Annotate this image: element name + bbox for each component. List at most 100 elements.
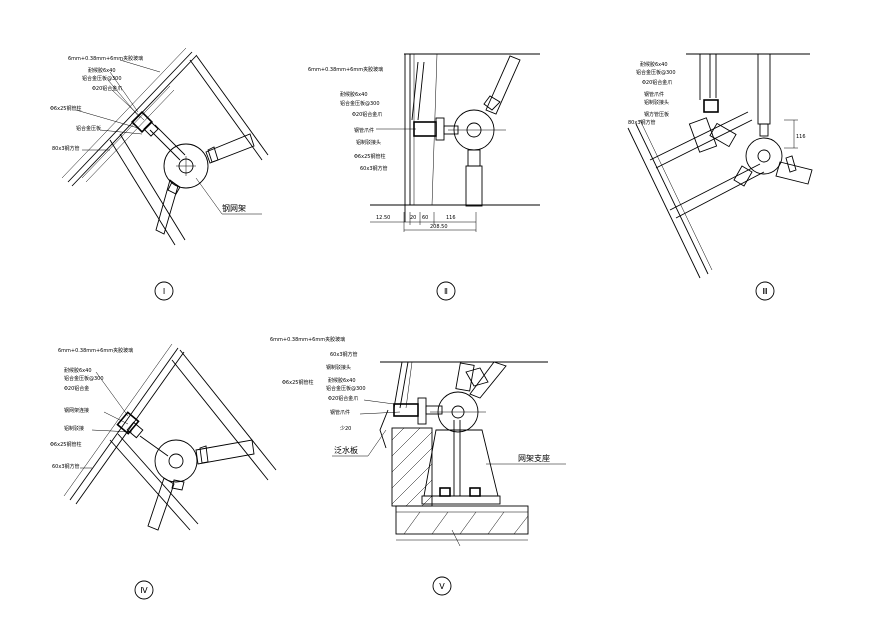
detail-4-strut-left xyxy=(147,477,185,531)
detail-2-marker xyxy=(436,281,456,301)
detail-5-label: 钢管爪件 xyxy=(330,409,350,416)
detail-2-dimension: 208.50 xyxy=(430,224,448,230)
detail-4-label: 耐候胶6x40 xyxy=(64,367,92,374)
detail-5-label: 6mm+0.38mm+6mm夹胶玻璃 xyxy=(270,336,345,343)
detail-5-struts xyxy=(455,361,507,399)
detail-2-connector xyxy=(413,117,459,141)
detail-2-label: 60x3钢方管 xyxy=(360,165,388,172)
detail-2-label: Φ6x25钢管柱 xyxy=(354,153,385,160)
detail-1-numeral: Ⅰ xyxy=(163,287,165,296)
detail-2-label: 耐候胶6x40 xyxy=(340,91,368,98)
detail-1-glazing xyxy=(61,47,197,187)
detail-5-label: 铝合金压板@300 xyxy=(326,385,366,392)
detail-1-callout: 钢网架 xyxy=(222,203,246,213)
detail-4-label: 钢网架连接 xyxy=(64,407,89,414)
detail-4-frame xyxy=(109,349,277,531)
detail-3-label: Φ20铝合金爪 xyxy=(642,79,672,86)
detail-3-label: 铝制驳接头 xyxy=(644,99,669,106)
detail-2-dimension: 12.50 xyxy=(376,215,390,221)
detail-2-dimensions: 12.50 20 60 116 208.50 xyxy=(370,212,477,232)
detail-1-label: Φ6x25钢管柱 xyxy=(50,105,81,112)
detail-5-flashing xyxy=(332,409,389,457)
detail-4-numeral: Ⅳ xyxy=(140,586,148,595)
detail-2-strut-bottom xyxy=(465,149,483,207)
detail-4-glazing xyxy=(63,343,185,505)
detail-1-strut-left xyxy=(155,179,181,235)
detail-5-node xyxy=(430,391,486,433)
detail-2-numeral: Ⅱ xyxy=(444,287,448,296)
detail-2-dimension: 116 xyxy=(446,215,456,221)
detail-3-marker xyxy=(755,281,775,301)
detail-1-label: Φ20铝合金爪 xyxy=(92,85,122,92)
detail-3-strut-left xyxy=(733,165,753,187)
detail-5-marker xyxy=(432,576,452,596)
detail-2-labels: 6mm+0.38mm+6mm夹胶玻璃 耐候胶6x40 铝合金压板@300 Φ20… xyxy=(308,66,416,172)
detail-4: 6mm+0.38mm+6mm夹胶玻璃 耐候胶6x40 铝合金压板@300 Φ20… xyxy=(50,343,277,600)
detail-5-support xyxy=(421,420,501,505)
detail-5-label: 60x3钢方管 xyxy=(330,351,358,358)
detail-1-callout-arrow xyxy=(195,177,262,215)
detail-3-label: 耐候胶6x40 xyxy=(640,61,668,68)
detail-2-label: 6mm+0.38mm+6mm夹胶玻璃 xyxy=(308,66,383,73)
detail-1-marker xyxy=(154,281,174,301)
detail-1-labels: 6mm+0.38mm+6mm夹胶玻璃 耐候胶6x40 铝合金压板@300 Φ20… xyxy=(50,55,161,152)
detail-5-callout: 泛水板 xyxy=(334,445,358,455)
detail-3-label: 钢管爪件 xyxy=(644,91,664,98)
detail-2: 12.50 20 60 116 208.50 6mm+0.38mm+6mm夹胶玻… xyxy=(308,53,540,301)
detail-4-node xyxy=(154,439,198,483)
detail-5-wall xyxy=(391,427,433,507)
detail-2-glass-wall xyxy=(404,53,438,222)
detail-3: 116 耐候胶6x40 铝合金压板@300 Φ20铝合金爪 钢管爪件 铝制驳接头… xyxy=(627,53,813,301)
detail-3-numeral: Ⅲ xyxy=(762,287,768,296)
detail-5-labels: 6mm+0.38mm+6mm夹胶玻璃 Φ6x25钢管柱 60x3钢方管 钢制驳接… xyxy=(270,336,401,432)
detail-2-label: 铝合金压板@300 xyxy=(340,100,380,107)
detail-3-label: 铝合金压板@300 xyxy=(636,69,676,76)
detail-3-strut-right xyxy=(775,155,813,185)
detail-5-label: 钢制驳接头 xyxy=(326,364,351,371)
detail-1: 钢网架 6mm+0.38mm+6mm夹胶玻璃 耐候胶6x40 铝合金压板@300… xyxy=(50,47,269,301)
detail-1-label: 铝合金压板@300 xyxy=(82,75,122,82)
detail-2-label: Φ20铝合金爪 xyxy=(352,111,382,118)
detail-3-clamps xyxy=(688,99,737,153)
detail-5: 泛水板 xyxy=(270,336,566,596)
detail-4-strut-right xyxy=(195,439,255,465)
detail-4-label: 铝合金压板@300 xyxy=(64,375,104,382)
detail-2-label: 铝制驳接头 xyxy=(356,139,381,146)
detail-5-callout: 网架支座 xyxy=(518,453,550,463)
detail-4-label: 铝制驳接 xyxy=(64,425,84,432)
detail-5-label: 耐候胶6x40 xyxy=(328,377,356,384)
detail-4-clamp xyxy=(116,411,169,457)
detail-5-slab xyxy=(395,505,529,547)
detail-4-labels: 6mm+0.38mm+6mm夹胶玻璃 耐候胶6x40 铝合金压板@300 Φ20… xyxy=(50,347,133,470)
detail-5-label: Φ6x25钢管柱 xyxy=(282,379,313,386)
detail-3-labels: 耐候胶6x40 铝合金压板@300 Φ20铝合金爪 钢管爪件 铝制驳接头 钢方管… xyxy=(628,61,676,126)
detail-3-node xyxy=(745,53,783,175)
detail-1-label: 铝合金压板 xyxy=(76,125,101,132)
detail-4-label: Φ6x25钢管柱 xyxy=(50,441,81,448)
detail-2-label: 钢管爪件 xyxy=(354,127,374,134)
detail-3-frame xyxy=(649,111,765,219)
detail-3-dimension-value: 116 xyxy=(796,134,806,140)
detail-5-glass xyxy=(393,361,413,409)
detail-5-label: Φ20铝合金爪 xyxy=(328,395,358,402)
detail-1-label: 6mm+0.38mm+6mm夹胶玻璃 xyxy=(68,55,143,62)
detail-1-frame xyxy=(109,54,269,246)
detail-4-label: 6mm+0.38mm+6mm夹胶玻璃 xyxy=(58,347,133,354)
detail-3-glazing xyxy=(627,54,717,279)
detail-4-marker xyxy=(134,580,154,600)
detail-1-clamp xyxy=(130,110,186,161)
detail-5-numeral: Ⅴ xyxy=(439,582,445,591)
detail-4-label: 60x3钢方管 xyxy=(52,463,80,470)
detail-2-dimension: 20 xyxy=(410,215,416,221)
detail-2-dimension: 60 xyxy=(422,215,428,221)
detail-5-connector xyxy=(393,397,443,425)
detail-3-label: 80x3钢方管 xyxy=(628,119,656,126)
detail-1-node xyxy=(163,143,209,189)
detail-4-label: Φ20铝合金 xyxy=(64,385,89,392)
detail-5-label: 少20 xyxy=(340,426,351,432)
detail-1-strut-right xyxy=(205,133,255,164)
detail-3-label: 钢方管压板 xyxy=(644,111,669,118)
detail-1-label: 耐候胶6x40 xyxy=(88,67,116,74)
detail-3-dimension: 116 xyxy=(784,119,806,149)
